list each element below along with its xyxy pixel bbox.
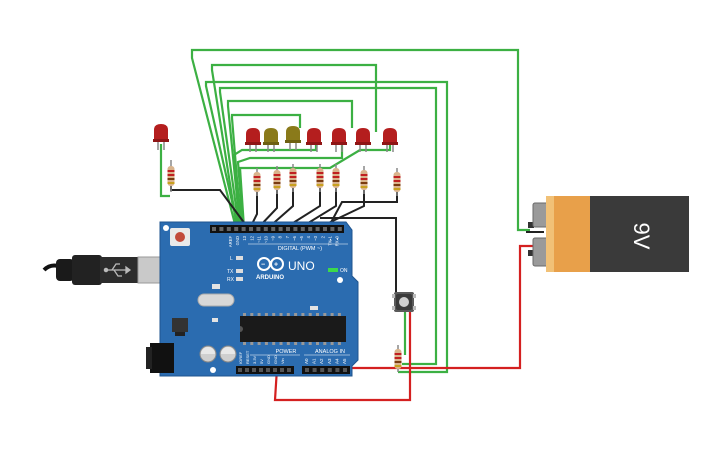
resistor-7[interactable]: [360, 166, 368, 194]
crystal-oscillator: [197, 293, 235, 307]
capacitors: [199, 345, 237, 363]
wire-green-led1-gnd[interactable]: [159, 144, 170, 198]
pushbutton-cap[interactable]: [399, 297, 409, 307]
power-on-led: [328, 268, 338, 272]
pin-label: GND: [273, 355, 278, 364]
pin-label: 13: [242, 235, 247, 240]
usb-cable[interactable]: [42, 255, 169, 285]
battery-9v[interactable]: 9V: [528, 196, 689, 272]
wire-green-battery-neg[interactable]: [190, 48, 530, 232]
wire-green-gnd-row-1[interactable]: [232, 142, 318, 229]
pin-label: 3.3V: [252, 355, 257, 364]
led-7-red[interactable]: [355, 128, 371, 152]
uno-model: UNO: [288, 259, 315, 273]
wire-green-led-bus-2[interactable]: [204, 80, 449, 374]
led-4-olive[interactable]: [285, 126, 301, 150]
pin-label: ~3: [313, 235, 318, 240]
board-status-leds: L TX RX ON: [227, 256, 348, 283]
resistor-5[interactable]: [316, 164, 324, 192]
pin-label: A5: [342, 358, 347, 364]
pin-label: RX◂0: [335, 235, 340, 246]
pin-label: 12: [249, 235, 254, 240]
pin-label: A2: [319, 358, 324, 364]
pin-label: 4: [306, 235, 311, 238]
infinity-icon: [257, 257, 284, 271]
pin-label: 8: [278, 235, 283, 238]
pin-label: A1: [312, 358, 317, 364]
wire-black-r4[interactable]: [267, 188, 294, 229]
digital-header-label: DIGITAL (PWM ~): [278, 246, 322, 252]
pin-label: ~5: [299, 235, 304, 240]
wire-black-button[interactable]: [320, 217, 397, 296]
pin-label: A4: [334, 358, 339, 364]
arduino-brand: ARDUINO: [256, 275, 284, 281]
wire-green-gnd-row-2[interactable]: [236, 142, 344, 229]
pin-label: 5V: [259, 359, 264, 364]
pin-label: ~6: [292, 235, 297, 240]
led-5-red[interactable]: [306, 128, 322, 152]
dc-power-jack[interactable]: [146, 343, 174, 373]
usb-icon: [103, 263, 132, 277]
wire-green-led-bus-3[interactable]: [218, 86, 438, 366]
resistor-4[interactable]: [289, 164, 297, 192]
svg-text:+: +: [274, 262, 278, 269]
pin-label: ~9: [271, 235, 276, 240]
green-wires: [159, 48, 530, 374]
wire-black-r7[interactable]: [317, 190, 365, 229]
pin-label: A3: [327, 358, 332, 364]
voltage-regulator: [172, 318, 188, 336]
resistor-6[interactable]: [332, 164, 340, 192]
resistor-2[interactable]: [253, 168, 261, 196]
pin-label: 7: [285, 235, 290, 238]
pin-label: AREF: [228, 236, 233, 248]
power-header-label: POWER: [276, 349, 297, 355]
pin-label: 2: [320, 235, 325, 238]
wire-green-gnd-row-3[interactable]: [238, 142, 392, 229]
pin-label: GND: [235, 236, 240, 245]
atmega-chip: [240, 313, 346, 345]
wire-black-r6[interactable]: [299, 188, 337, 229]
pin-label: TX▸1: [327, 235, 332, 245]
wire-black-r8[interactable]: [327, 192, 398, 229]
pin-label: GND: [266, 355, 271, 364]
resistor-3[interactable]: [273, 166, 281, 194]
wire-black-r3[interactable]: [257, 190, 278, 229]
on-label: ON: [340, 268, 348, 274]
battery-label: 9V: [629, 223, 654, 250]
led-8-red[interactable]: [382, 128, 398, 152]
led-group: [153, 124, 398, 152]
pin-label: RESET: [245, 350, 250, 364]
led-2-red[interactable]: [245, 128, 261, 152]
led-rx-label: RX: [227, 277, 235, 283]
led-l-label: L: [230, 256, 233, 262]
wire-green-led-bus-4[interactable]: [226, 99, 354, 229]
wire-red-5v-button[interactable]: [273, 312, 412, 402]
led-1-red[interactable]: [153, 124, 169, 150]
pushbutton[interactable]: [392, 292, 416, 312]
digital-header: [210, 225, 344, 233]
wire-black-r5[interactable]: [284, 188, 321, 229]
pin-label: ~11: [256, 235, 261, 242]
led-3-olive[interactable]: [263, 128, 279, 152]
svg-text:−: −: [261, 262, 265, 269]
pin-label: Vin: [280, 358, 285, 364]
pin-label: ~10: [264, 235, 269, 243]
resistor-8[interactable]: [393, 168, 401, 196]
led-tx-label: TX: [227, 269, 234, 275]
resistor-group: [167, 160, 402, 372]
analog-header-label: ANALOG IN: [315, 349, 345, 355]
led-6-red[interactable]: [331, 128, 347, 152]
pin-label: A0: [304, 358, 309, 364]
arduino-logo: − + ARDUINO UNO: [256, 257, 315, 281]
reset-button[interactable]: [170, 228, 190, 246]
pin-label: IOREF: [238, 351, 243, 364]
resistor-button-pulldown[interactable]: [394, 345, 402, 372]
resistor-1[interactable]: [167, 160, 175, 192]
